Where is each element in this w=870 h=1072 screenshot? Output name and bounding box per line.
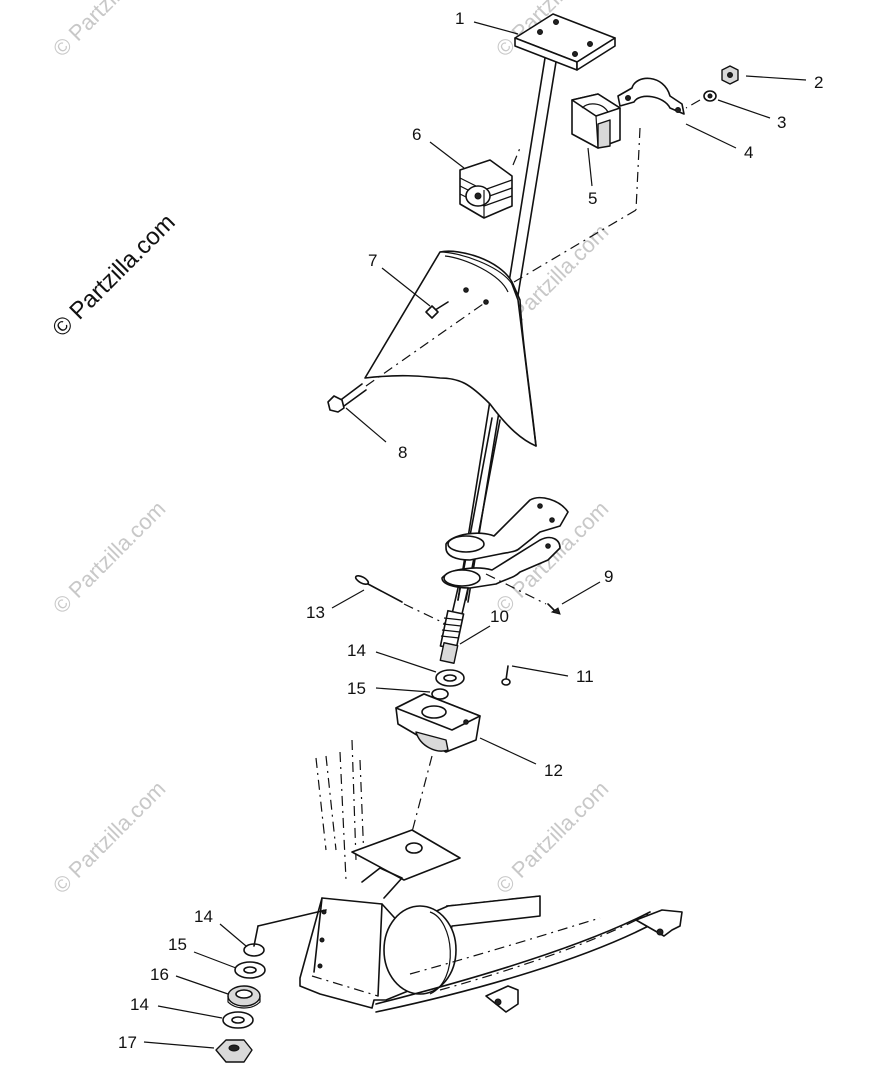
- callout-label: 4: [744, 143, 753, 162]
- castle-nut-part: [215, 1039, 253, 1063]
- watermark-text: © Partzilla.com: [48, 0, 171, 62]
- dash-panel: [364, 250, 537, 447]
- callout-label: 1: [455, 9, 464, 28]
- callout-labels: 1 2 3 4 5 6 7 8 9 10 11 12 13 14 15 14 1…: [118, 9, 823, 1052]
- callout-label: 2: [814, 73, 823, 92]
- callout-label: 14: [194, 907, 213, 926]
- callout-label: 11: [576, 667, 594, 686]
- universal-joint-part: [439, 609, 465, 664]
- watermark-main: © Partzilla.com: [47, 209, 180, 342]
- column-bracket-lower: [441, 536, 561, 589]
- washer-part: [703, 90, 717, 102]
- watermark-text: © Partzilla.com: [48, 776, 171, 899]
- washer-part: [222, 1011, 254, 1029]
- callout-label: 9: [604, 567, 613, 586]
- watermark-group: © Partzilla.com © Partzilla.com © Partzi…: [47, 0, 613, 899]
- nut-part: [721, 65, 739, 85]
- leader-lines: [143, 21, 807, 1049]
- callout-label: 5: [588, 189, 597, 208]
- watermark-text: © Partzilla.com: [48, 496, 171, 619]
- steering-column: [457, 13, 616, 603]
- washer-part: [234, 961, 266, 979]
- callout-label: 14: [347, 641, 366, 660]
- watermark-text: © Partzilla.com: [491, 776, 614, 899]
- bushing-part: [571, 93, 621, 149]
- bearing-part: [227, 985, 261, 1009]
- rubber-block-part: [459, 159, 513, 219]
- callout-label: 7: [368, 251, 377, 270]
- callout-label: 16: [150, 965, 169, 984]
- callout-label: 12: [544, 761, 563, 780]
- column-bracket: [445, 496, 569, 561]
- callout-label: 8: [398, 443, 407, 462]
- bolt-part: [327, 383, 367, 413]
- lower-frame: [299, 739, 683, 1013]
- cotter-pin-part: [354, 574, 403, 603]
- clamp-part: [617, 77, 685, 115]
- callout-label: 15: [347, 679, 366, 698]
- screw-part: [425, 301, 449, 319]
- callout-label: 14: [130, 995, 149, 1014]
- callout-label: 13: [306, 603, 325, 622]
- callout-label: 15: [168, 935, 187, 954]
- mount-screw-part: [501, 665, 511, 686]
- retaining-ring-part: [431, 688, 449, 700]
- bearing-housing-part: [395, 693, 481, 753]
- set-screw-part: [547, 603, 561, 615]
- callout-label: 17: [118, 1033, 137, 1052]
- callout-label: 10: [490, 607, 509, 626]
- callout-label: 6: [412, 125, 421, 144]
- washer-part: [435, 669, 465, 687]
- callout-label: 3: [777, 113, 786, 132]
